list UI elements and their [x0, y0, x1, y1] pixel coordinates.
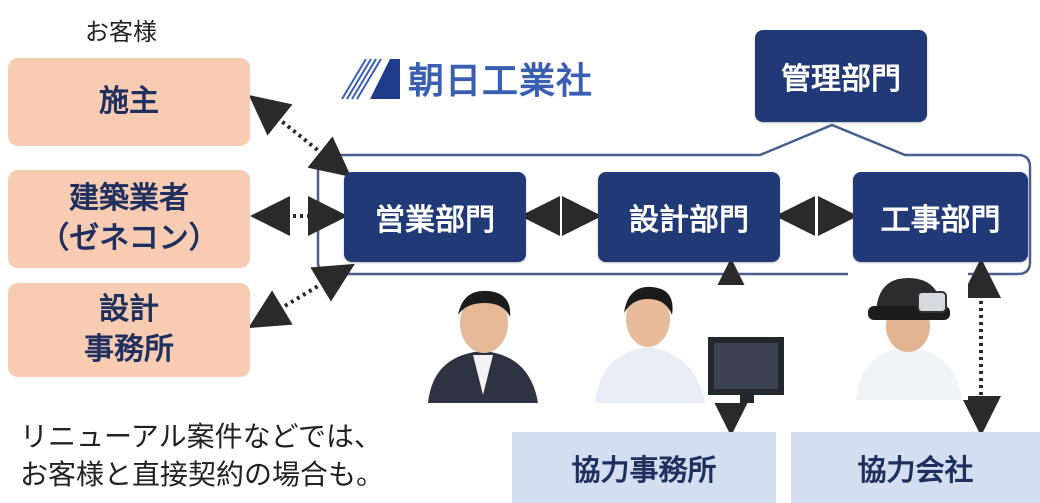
construction-staff-photo — [848, 270, 968, 400]
partner-company: 協力会社 — [791, 432, 1040, 503]
dept-management: 管理部門 — [755, 30, 927, 122]
design-staff-photo — [590, 285, 790, 403]
connector-design-office-sales — [248, 263, 355, 329]
client-owner-label: 施主 — [99, 84, 159, 119]
company-logo-icon — [341, 58, 400, 100]
company-name: 朝日工業社 — [408, 61, 594, 102]
company-logo: 朝日工業社 — [340, 52, 593, 104]
client-design-office-label-line2: 事務所 — [84, 332, 174, 367]
dept-sales: 営業部門 — [344, 172, 526, 262]
client-box-owner: 施主 — [8, 58, 250, 146]
note-text: リニューアル案件などでは、 お客様と直接契約の場合も。 — [20, 418, 384, 494]
sales-staff-photo — [418, 285, 548, 403]
client-box-general-contractor: 建築業者 （ゼネコン） — [8, 170, 250, 268]
note-line-2: お客様と直接契約の場合も。 — [20, 458, 385, 491]
dept-construction: 工事部門 — [853, 172, 1028, 262]
connector-owner-sales — [248, 95, 352, 177]
client-design-office-label-line1: 設計 — [99, 292, 159, 327]
dept-design: 設計部門 — [598, 172, 780, 262]
client-box-design-office: 設計 事務所 — [8, 283, 250, 377]
client-contractor-label-line2: （ゼネコン） — [39, 221, 219, 256]
clients-label: お客様 — [85, 18, 157, 46]
note-line-1: リニューアル案件などでは、 — [20, 420, 383, 453]
partner-design-office: 協力事務所 — [512, 432, 776, 503]
client-contractor-label-line1: 建築業者 — [69, 181, 189, 216]
